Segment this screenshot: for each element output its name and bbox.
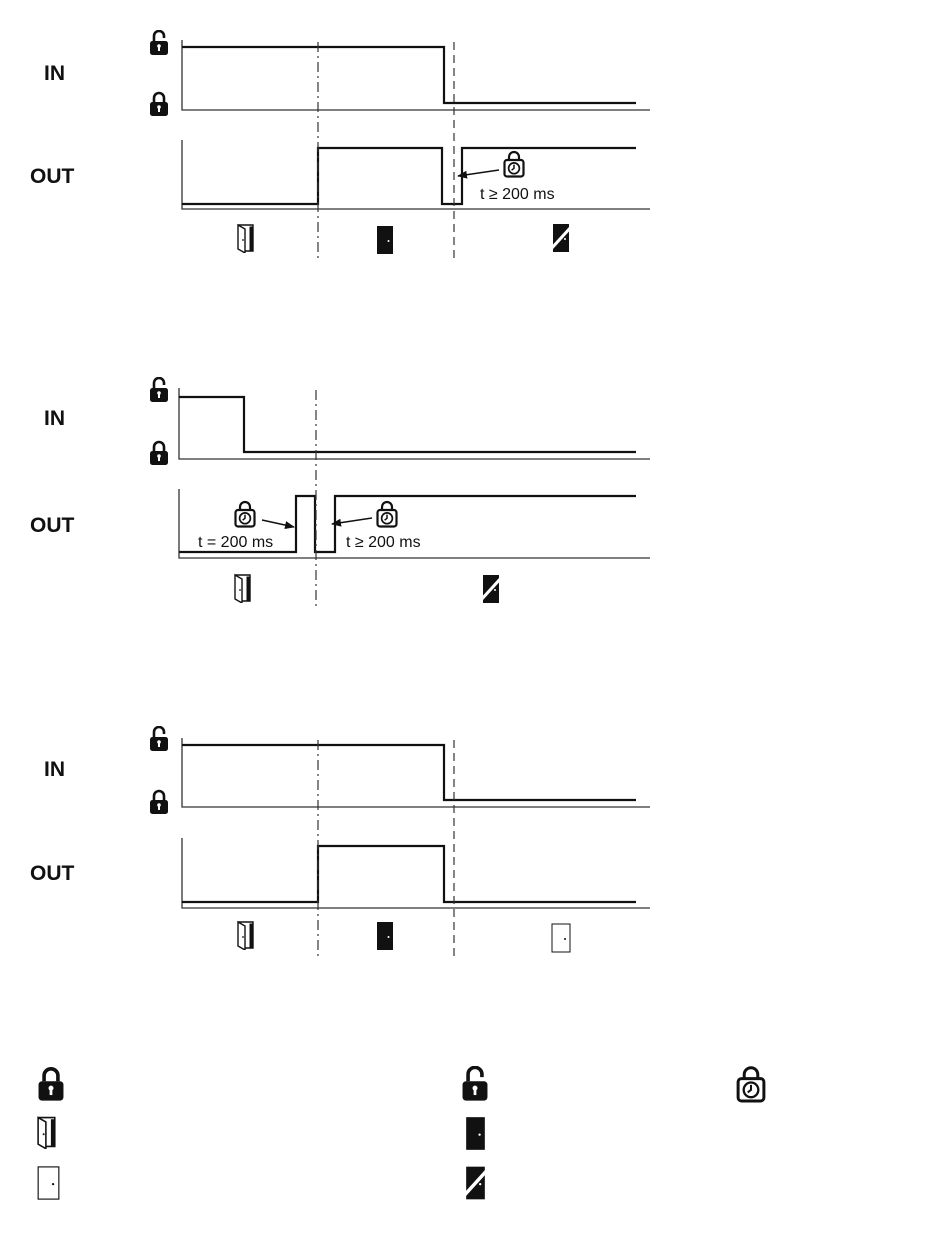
timer-label: t ≥ 200 ms [480,186,555,203]
door-white-icon [38,1167,59,1199]
diagram-3: IN OUT [30,727,650,958]
door-blocked-icon [464,1167,487,1200]
out-label: OUT [30,514,75,537]
lock-closed-icon [150,442,168,465]
lock-open-icon [150,31,168,55]
in-signal [182,47,636,103]
in-label: IN [44,407,65,430]
out-signal [182,846,636,902]
out-axis [182,140,650,209]
door-open-icon [238,225,253,253]
door-open-icon [38,1118,55,1149]
in-axis [179,388,650,459]
timer-arrow-right [332,518,372,524]
out-label: OUT [30,862,75,885]
lock-timer-icon [378,502,397,527]
lock-timer-icon [236,502,255,527]
lock-closed-icon [39,1069,64,1101]
door-white-icon [552,924,570,952]
lock-closed-icon [150,93,168,116]
diagram-2: IN OUT t = 200 ms t ≥ 200 ms [30,378,650,608]
in-signal [179,397,636,452]
out-label: OUT [30,165,75,188]
in-signal [182,745,636,800]
door-closed-icon [377,922,393,950]
door-blocked-icon [481,575,501,603]
in-label: IN [44,62,65,85]
legend [38,1067,764,1199]
lock-timer-icon [505,152,524,177]
timer-arrow-left [262,520,294,527]
in-axis [182,40,650,110]
lock-open-icon [150,727,168,751]
lock-open-icon [463,1067,488,1100]
door-open-icon [238,922,253,950]
door-blocked-icon [551,224,571,252]
in-label: IN [44,758,65,781]
lock-open-icon [150,378,168,402]
door-closed-icon [377,226,393,254]
timer-label-right: t ≥ 200 ms [346,534,421,551]
in-axis [182,738,650,807]
timer-label-left: t = 200 ms [198,534,273,551]
out-signal [182,148,636,204]
diagram-1: IN OUT t ≥ 200 ms [30,31,650,260]
door-closed-icon [466,1117,485,1150]
lock-timer-icon [738,1068,764,1101]
out-axis [182,838,650,908]
timer-arrow [458,170,499,176]
door-open-icon [235,575,250,603]
lock-closed-icon [150,791,168,814]
